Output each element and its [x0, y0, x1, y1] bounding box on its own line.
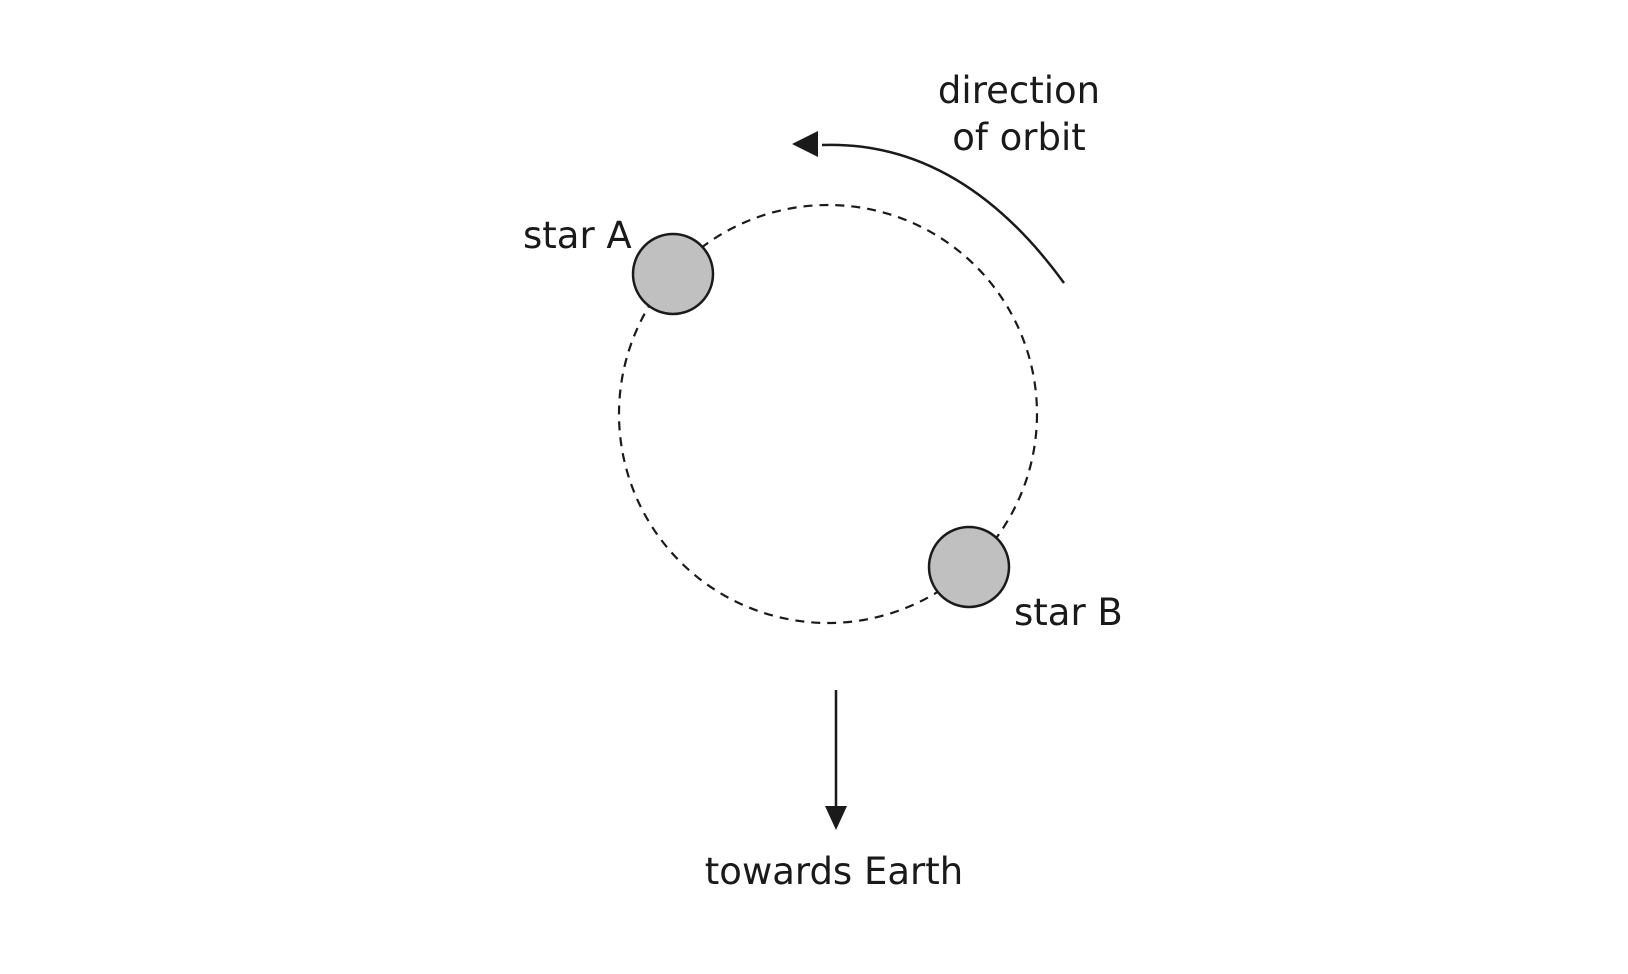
star-b — [927, 525, 1011, 609]
star-a-label: star A — [523, 214, 632, 257]
earth-label: towards Earth — [705, 850, 963, 893]
orbit-path — [617, 203, 1039, 625]
orbit-direction-arrow-icon — [792, 131, 1066, 284]
star-b-label: star B — [1014, 591, 1123, 634]
orbit-direction-label-line1: direction — [938, 69, 1100, 112]
earth-direction-arrow-icon — [825, 690, 847, 830]
star-a — [631, 232, 715, 316]
orbit-direction-label-line2: of orbit — [952, 116, 1086, 159]
